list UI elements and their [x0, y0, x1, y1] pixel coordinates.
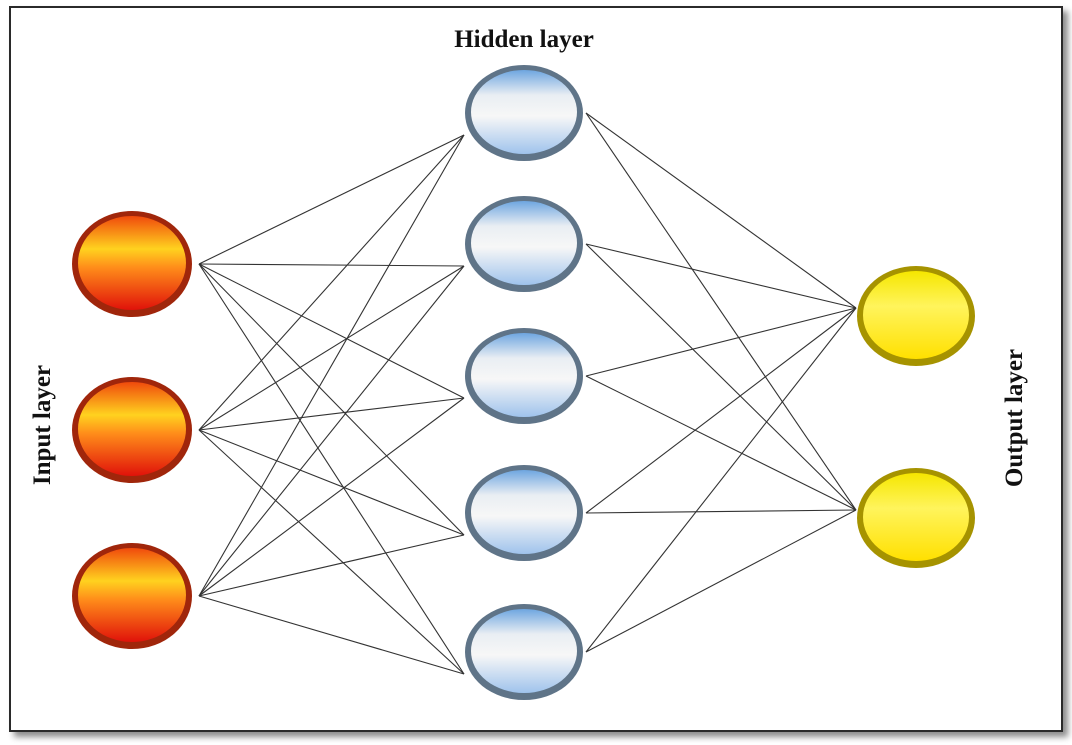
edge-input-3-hidden-5	[198, 595, 465, 675]
hidden-node-body	[471, 470, 577, 554]
output-layer-label: Output layer	[1001, 349, 1028, 487]
hidden-node-4	[465, 465, 583, 561]
edge-input-3-hidden-4	[198, 534, 465, 597]
hidden-node-5	[465, 604, 583, 700]
edge-hidden-5-output-1	[585, 307, 857, 653]
hidden-node-3	[465, 328, 583, 424]
edge-hidden-3-output-1	[585, 307, 857, 377]
input-node-body	[78, 548, 186, 642]
hidden-node-2	[465, 196, 583, 292]
edge-input-1-hidden-5	[198, 263, 465, 675]
edge-hidden-5-output-2	[585, 509, 857, 653]
output-node-1	[857, 266, 975, 366]
input-node-1	[72, 211, 192, 317]
edge-input-2-hidden-4	[198, 429, 465, 536]
edge-input-3-hidden-1	[198, 134, 465, 597]
input-node-2	[72, 377, 192, 483]
hidden-node-body	[471, 70, 577, 154]
edge-input-1-hidden-2	[198, 263, 465, 267]
edge-input-1-hidden-4	[198, 263, 465, 536]
hidden-node-body	[471, 333, 577, 417]
output-node-2	[857, 468, 975, 568]
edge-hidden-2-output-1	[585, 243, 857, 309]
edge-hidden-1-output-2	[585, 112, 857, 511]
connections	[198, 112, 857, 675]
edge-input-3-hidden-2	[198, 265, 465, 597]
input-node-body	[78, 382, 186, 476]
edge-input-2-hidden-5	[198, 429, 465, 675]
edge-input-2-hidden-3	[198, 397, 465, 431]
edge-hidden-4-output-2	[585, 509, 857, 514]
edge-input-2-hidden-2	[198, 265, 465, 431]
edge-input-2-hidden-1	[198, 134, 465, 431]
input-node-body	[78, 216, 186, 310]
input-node-3	[72, 543, 192, 649]
output-node-body	[863, 473, 969, 561]
hidden-node-1	[465, 65, 583, 161]
edge-hidden-2-output-2	[585, 243, 857, 511]
edge-input-1-hidden-3	[198, 263, 465, 399]
edge-hidden-3-output-2	[585, 375, 857, 511]
edge-hidden-4-output-1	[585, 307, 857, 514]
output-node-body	[863, 271, 969, 359]
nodes	[72, 65, 975, 700]
hidden-node-body	[471, 201, 577, 285]
edge-input-3-hidden-3	[198, 397, 465, 597]
hidden-layer-label: Hidden layer	[454, 26, 594, 53]
input-layer-label: Input layer	[29, 365, 56, 485]
edge-hidden-1-output-1	[585, 112, 857, 309]
hidden-node-body	[471, 609, 577, 693]
edge-input-1-hidden-1	[198, 134, 465, 265]
